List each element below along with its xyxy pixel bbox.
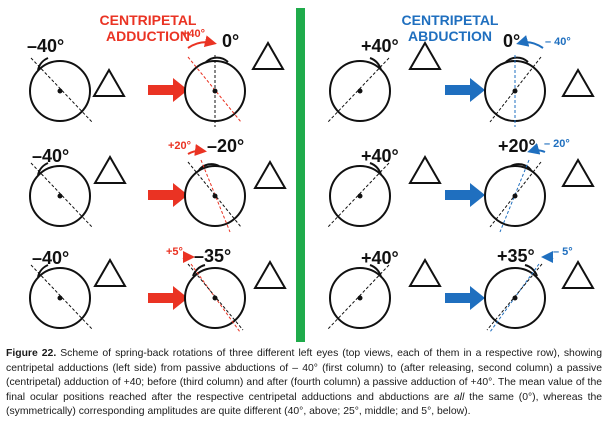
delta-arc-row1-blue (516, 35, 544, 49)
value-col1-row3: –40° (32, 248, 69, 268)
row-3: –40° +5° –35° +40° (29, 246, 595, 333)
scheme-figure: CENTRIPETAL ADDUCTION CENTRIPETAL ABDUCT… (27, 8, 595, 342)
triangle-icon (251, 40, 285, 70)
value-col3-row1: +40° (361, 36, 399, 56)
delta-col2-row2: +20° (168, 140, 191, 152)
value-col2-row3: –35° (194, 246, 231, 266)
value-col1-row2: –40° (32, 146, 69, 166)
triangle-icon (561, 67, 595, 97)
triangle-icon (253, 159, 287, 189)
triangle-icon (93, 154, 127, 184)
eye-col1-row2 (29, 162, 93, 228)
arrow-red-row2 (148, 183, 188, 207)
eye-col3-row3 (327, 264, 391, 330)
value-col3-row3: +40° (361, 248, 399, 268)
eye-col3-row2 (327, 162, 391, 228)
triangle-icon (408, 40, 442, 70)
value-col3-row2: +40° (361, 146, 399, 166)
arrow-red-row3 (148, 286, 188, 310)
delta-arc-row2-blue (527, 143, 546, 155)
triangle-icon (408, 257, 442, 287)
column-divider (296, 8, 305, 342)
value-col4-row3: +35° (497, 246, 535, 266)
eye-col2-row2 (184, 159, 246, 233)
caption-text-a: Scheme of spring-back rotations of three… (6, 348, 602, 403)
value-col2-row1: 0° (222, 31, 239, 51)
eye-col3-row1 (327, 57, 391, 123)
arrow-red-row1 (148, 78, 188, 102)
header-left-line2: ADDUCTION (106, 28, 190, 44)
arrow-blue-row1 (445, 78, 485, 102)
triangle-icon (561, 259, 595, 289)
triangle-icon (92, 67, 126, 97)
value-col2-row2: –20° (207, 136, 244, 156)
eye-col4-row3 (484, 263, 546, 333)
header-right-line2: ABDUCTION (408, 28, 492, 44)
eye-col2-row1 (184, 55, 246, 127)
delta-arc-row2 (187, 144, 207, 156)
figure-caption: Figure 22. Scheme of spring-back rotatio… (6, 347, 602, 420)
caption-label: Figure 22. (6, 348, 57, 359)
eye-col4-row2 (484, 159, 546, 233)
delta-col4-row2: – 20° (544, 138, 570, 150)
caption-text-b: the same (0°), whereas the (symmetricall… (6, 391, 603, 418)
triangle-icon (408, 154, 442, 184)
header-left-line1: CENTRIPETAL (100, 12, 197, 28)
delta-col4-row1: – 40° (545, 36, 571, 48)
eye-col1-row1 (29, 57, 93, 123)
triangle-icon (93, 257, 127, 287)
eye-col2-row3 (184, 263, 246, 333)
delta-arc-row3-blue (541, 251, 554, 264)
header-right-line1: CENTRIPETAL (402, 12, 499, 28)
row-2: –40° +20° –20° +40° (29, 136, 595, 233)
delta-col2-row1: +40° (182, 28, 205, 40)
caption-emphasis: all (453, 391, 465, 403)
value-col4-row1: 0° (503, 31, 520, 51)
delta-arc-row1 (187, 35, 217, 49)
eye-col4-row1 (484, 55, 546, 127)
value-col4-row2: +20° (498, 136, 536, 156)
delta-arc-row3 (182, 251, 195, 264)
delta-col2-row3: +5° (166, 246, 183, 258)
eye-col1-row3 (29, 264, 93, 330)
delta-col4-row3: – 5° (553, 246, 573, 258)
value-col1-row1: –40° (27, 36, 64, 56)
row-1: –40° +40° 0° +40° (27, 28, 595, 127)
arrow-blue-row3 (445, 286, 485, 310)
triangle-icon (253, 259, 287, 289)
arrow-blue-row2 (445, 183, 485, 207)
triangle-icon (561, 157, 595, 187)
